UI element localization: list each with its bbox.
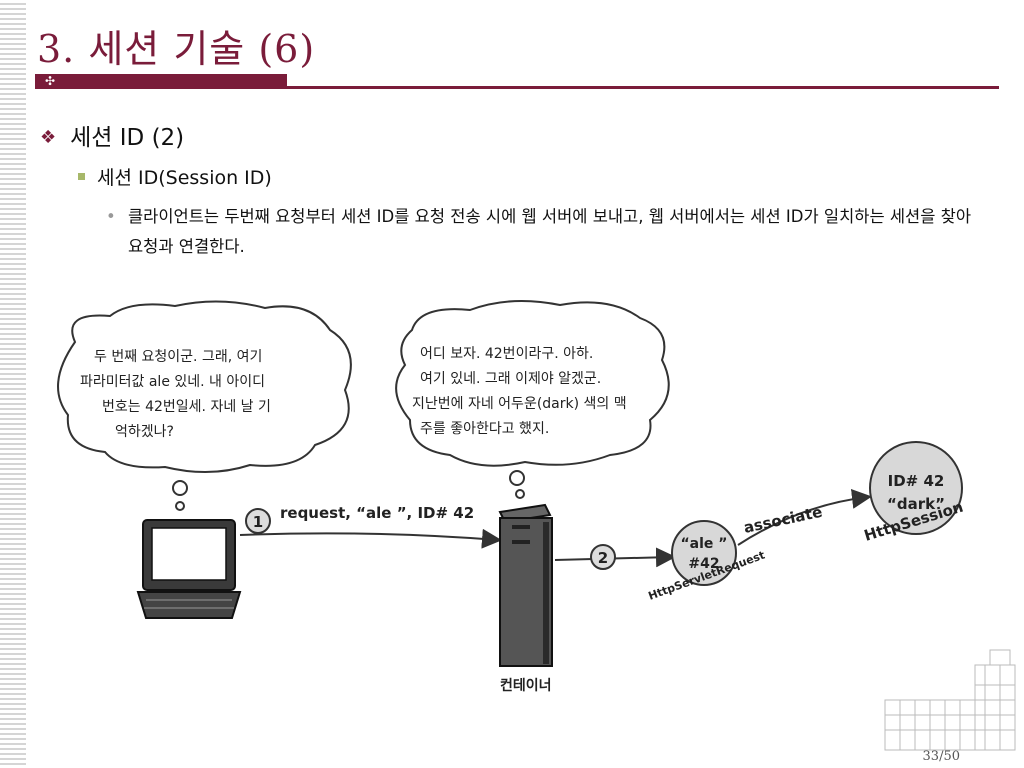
client-computer-icon: [136, 519, 242, 619]
container-bubble-line-1: 어디 보자. 42번이라구. 아하.: [420, 346, 593, 362]
slide-title: 3. 세션 기술 (6): [37, 27, 316, 71]
container-server-icon: [498, 503, 553, 667]
step-2-label: 2: [598, 549, 608, 567]
square-bullet-icon: [78, 173, 85, 180]
request-object-line-2: #42: [688, 556, 719, 572]
bullet-level3-text: 클라이언트는 두번째 요청부터 세션 ID를 요청 전송 시에 웹 서버에 보내…: [128, 207, 972, 256]
diamond-grid-icon: ✣: [44, 74, 56, 88]
client-bubble-line-4: 억하겠나?: [115, 424, 174, 440]
session-object-circle: [869, 441, 963, 535]
bullet-level2: 세션 ID(Session ID): [78, 163, 272, 190]
bullet-level3: • 클라이언트는 두번째 요청부터 세션 ID를 요청 전송 시에 웹 서버에 …: [106, 202, 988, 262]
client-bubble-line-1: 두 번째 요청이군. 그래, 여기: [94, 349, 262, 365]
dot-bullet-icon: •: [106, 207, 116, 226]
request-arrow: [239, 528, 502, 549]
title-rule-thick: [35, 74, 287, 89]
request-object-circle: [671, 520, 737, 586]
title-rule-thin: [287, 86, 999, 89]
step-1-label: 1: [253, 513, 263, 531]
bullet-level2-text: 세션 ID(Session ID): [97, 167, 272, 189]
left-decorative-stripe: [0, 0, 26, 768]
client-bubble-line-2: 파라미터값 ale 있네. 내 아이디: [80, 374, 265, 390]
container-bubble-line-3: 지난번에 자네 어두운(dark) 색의 맥: [412, 396, 627, 412]
diamond-bullet-icon: ❖: [40, 127, 57, 148]
building-sketch-watermark: [884, 649, 1016, 751]
associate-arrow: [737, 488, 872, 546]
container-thought-bubble: 어디 보자. 42번이라구. 아하. 여기 있네. 그래 이제야 알겠군. 지난…: [395, 300, 670, 499]
container-label: 컨테이너: [500, 677, 552, 694]
session-object-line-1: ID# 42: [888, 472, 945, 490]
container-bubble-line-2: 여기 있네. 그래 이제야 알겠군.: [420, 371, 601, 387]
request-label: request, “ale ”, ID# 42: [280, 504, 474, 522]
associate-label: associate: [742, 503, 824, 537]
client-thought-bubble: 두 번째 요청이군. 그래, 여기 파라미터값 ale 있네. 내 아이디 번호…: [57, 300, 352, 511]
container-bubble-line-4: 주를 좋아한다고 했지.: [420, 421, 549, 437]
bullet-level1: ❖ 세션 ID (2): [40, 118, 184, 152]
page-number: 33/50: [922, 749, 960, 764]
client-bubble-line-3: 번호는 42번일세. 자네 날 기: [102, 399, 271, 415]
request-object-line-1: “ale ”: [680, 536, 727, 552]
bullet-level1-text: 세션 ID (2): [70, 125, 185, 151]
step-1-circle: [245, 508, 271, 534]
step-2-circle: [590, 544, 616, 570]
session-object-line-2: “dark”: [887, 495, 945, 513]
